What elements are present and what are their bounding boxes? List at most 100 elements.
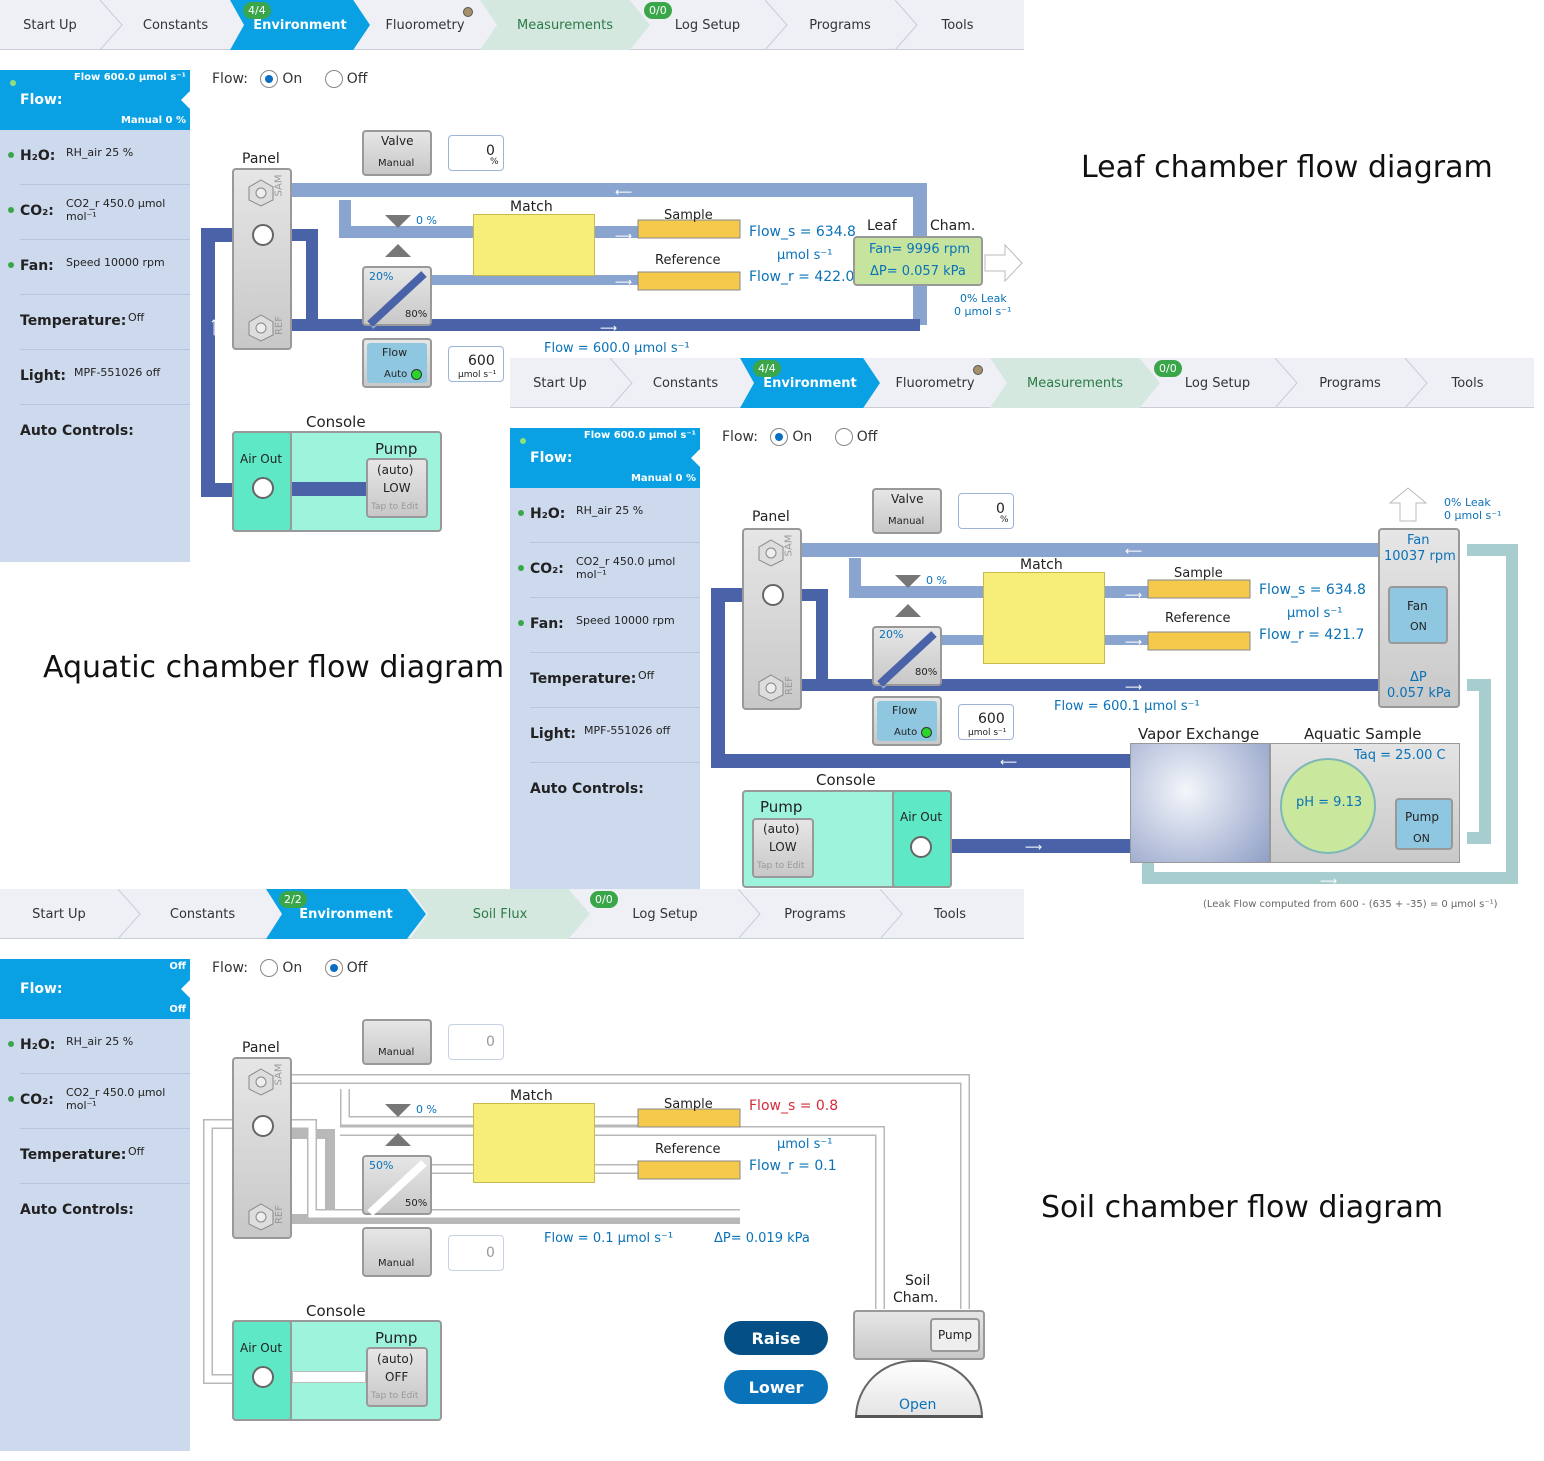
sidebar-item-flow[interactable]: Flow 600.0 µmol s⁻¹ Flow: Manual 0 % [0,70,191,130]
tab-programs[interactable]: Programs [784,906,846,922]
splitter-diagonal [367,271,427,326]
svg-text:⟶: ⟶ [600,321,617,335]
soil-pump-button[interactable] [930,1318,980,1352]
flow-value-field[interactable] [448,346,504,382]
temperature-label: Temperature: [530,671,637,687]
leak-flow-readout: 0 µmol s⁻¹ [1444,509,1502,522]
sidebar-item-temperature[interactable]: Temperature:Off [20,1129,190,1184]
sidebar-item-light[interactable]: Light:MPF-551026 off [530,708,700,763]
tab-constants[interactable]: Constants [169,906,236,922]
flow-off-radio[interactable] [324,70,343,88]
flow-value: 600 [978,711,1005,727]
pump-edit-button[interactable] [366,458,428,518]
sidebar-item-auto-controls[interactable]: Auto Controls: [20,1184,190,1239]
auto-status-light [921,727,932,738]
fan-toggle-button[interactable] [1388,586,1448,644]
svg-text:⟶: ⟶ [615,229,632,243]
flow-button-label: Flow [382,346,408,359]
tab-fluorometry[interactable]: Fluorometry [895,375,975,391]
sidebar-item-temperature[interactable]: Temperature:Off [20,295,190,350]
flow-value-field[interactable] [958,704,1014,740]
sidebar-item-co2[interactable]: CO₂:CO2_r 450.0 µmol mol⁻¹ [8,185,190,240]
pump-edit-button[interactable] [752,818,814,878]
sidebar-item-flow[interactable]: Off Flow: Off [0,959,191,1019]
pump-mode-label: (auto) [377,463,414,477]
tab-programs[interactable]: Programs [1319,375,1381,391]
sidebar-item-flow[interactable]: Flow 600.0 µmol s⁻¹ Flow: Manual 0 % [510,428,701,488]
sidebar-item-temperature[interactable]: Temperature:Off [530,653,700,708]
tab-environment[interactable]: Environment [266,889,426,939]
raise-button[interactable]: Raise [724,1321,828,1355]
valve-manual-button[interactable] [362,130,432,176]
flow-label: Flow: [20,92,63,108]
environment-sidebar: Off Flow: Off H₂O:RH_air 25 % CO₂:CO2_r … [0,959,191,1451]
flow-on-radio[interactable] [260,70,279,88]
valve-manual-button[interactable] [362,1019,432,1065]
valve-value-field[interactable] [448,1024,504,1060]
tab-soil-flux[interactable]: Soil Flux [410,889,590,939]
valve-value-field[interactable] [958,493,1014,529]
sidebar-item-fan[interactable]: Fan:Speed 10000 rpm [8,240,190,295]
fan-label: Fan: [530,616,564,632]
tab-log-setup[interactable]: Log Setup [674,17,741,33]
tab-constants[interactable]: Constants [652,375,719,391]
temperature-label: Temperature: [20,313,127,329]
ph-readout: pH = 9.13 [1296,795,1363,810]
aquatic-flow-diagram: ⟵ ⟶ ⟶ ⟶ ⟵ ⟶ ⟶ ⟶ [711,487,1518,888]
auto-status-light [411,369,422,380]
soil-diagram-title: Soil chamber flow diagram [1041,1190,1444,1225]
sidebar-item-auto-controls[interactable]: Auto Controls: [20,405,190,460]
tab-programs[interactable]: Programs [809,17,871,33]
flow-s-readout: Flow_s = 634.8 [1259,582,1366,598]
flow-value-field[interactable] [448,1235,504,1271]
tab-tools[interactable]: Tools [941,17,974,33]
svg-text:⟶: ⟶ [615,275,632,289]
tab-measurements[interactable]: Measurements [480,0,650,50]
tab-fluorometry[interactable]: Fluorometry [385,17,465,33]
fan-button-label: Fan [1407,599,1428,613]
sidebar-item-fan[interactable]: Fan:Speed 10000 rpm [518,598,700,653]
sidebar-item-co2[interactable]: CO₂:CO2_r 450.0 µmol mol⁻¹ [8,1074,190,1129]
tab-tools[interactable]: Tools [1451,375,1484,391]
leaf-chamber-block[interactable] [853,236,983,286]
sidebar-item-h2o[interactable]: H₂O:RH_air 25 % [8,1019,190,1074]
sidebar-item-h2o[interactable]: H₂O:RH_air 25 % [8,130,190,185]
auto-label: Auto [384,369,408,380]
tab-start-up[interactable]: Start Up [533,375,587,391]
pump-edit-button[interactable] [366,1347,428,1407]
tab-start-up[interactable]: Start Up [23,17,77,33]
aquatic-screen: Start Up Constants Environment 4/4 Fluor… [510,358,1534,913]
sidebar-item-auto-controls[interactable]: Auto Controls: [530,763,700,818]
valve-value: 0 [486,1034,495,1050]
flow-off-radio[interactable] [834,428,853,446]
tab-log-setup[interactable]: Log Setup [632,906,698,922]
co2-label: CO₂: [530,561,564,577]
pump-mode-label: (auto) [763,822,800,836]
sidebar-item-co2[interactable]: CO₂:CO2_r 450.0 µmol mol⁻¹ [518,543,700,598]
flow-on-radio[interactable] [260,959,279,977]
aquatic-diagram-title: Aquatic chamber flow diagram [43,650,505,685]
split-80-label: 80% [915,667,938,678]
status-dot [10,80,16,86]
tab-measurements[interactable]: Measurements [990,358,1160,408]
tab-tools[interactable]: Tools [933,906,967,922]
valve-manual-button[interactable] [872,488,942,534]
fan-rpm-readout: 10037 rpm [1384,549,1456,564]
sidebar-item-h2o[interactable]: H₂O:RH_air 25 % [518,488,700,543]
valve-value: 0 [486,143,495,159]
lower-button[interactable]: Lower [724,1370,828,1404]
leak-computation-note: (Leak Flow computed from 600 - (635 + -3… [1203,899,1498,910]
aquatic-pump-button[interactable] [1395,798,1453,850]
flow-off-radio[interactable] [324,959,343,977]
flow-on-radio[interactable] [770,428,789,446]
tab-log-setup[interactable]: Log Setup [1184,375,1251,391]
air-out-port-icon [910,836,932,858]
flow-value-unit: µmol s⁻¹ [458,370,497,380]
tab-start-up[interactable]: Start Up [32,906,86,922]
flow-manual-button[interactable] [362,1227,432,1277]
flow-mode: Off [169,1004,186,1015]
valve-value-field[interactable] [448,135,504,171]
sam-valve-icon [248,179,274,207]
sidebar-item-light[interactable]: Light:MPF-551026 off [20,350,190,405]
tab-constants[interactable]: Constants [142,17,209,33]
